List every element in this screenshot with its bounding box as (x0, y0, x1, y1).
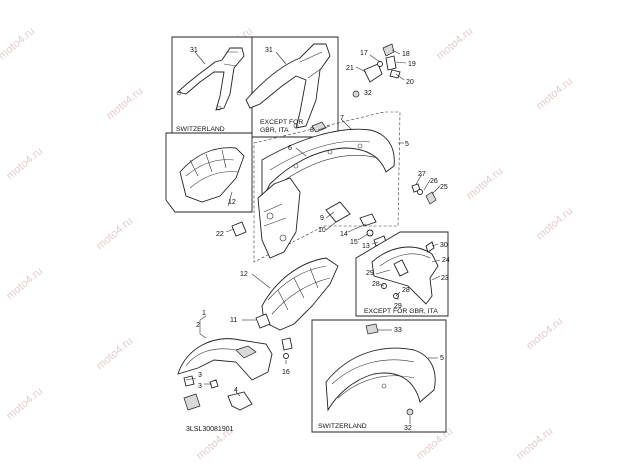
part-number-8: 8 (310, 127, 314, 134)
part-number-12: 12 (240, 271, 248, 278)
watermark: moto4.ru (524, 315, 565, 352)
part-number-28: 28 (372, 281, 380, 288)
inner-fender-inset: 12 (165, 132, 253, 213)
part-number-30: 30 (440, 242, 448, 249)
watermark: moto4.ru (534, 75, 575, 112)
inner-fender-12: 12 (240, 257, 339, 331)
watermark: moto4.ru (4, 145, 45, 182)
part-number-21: 21 (346, 65, 354, 72)
watermark: moto4.ru (0, 25, 37, 62)
watermark: moto4.ru (514, 425, 555, 462)
caption-except-for: EXCEPT FOR (260, 119, 303, 126)
part-number-10: 10 (318, 227, 326, 234)
part-number-12: 12 (228, 199, 236, 206)
part-number-13: 13 (362, 243, 370, 250)
watermark: moto4.ru (94, 335, 135, 372)
clamp-22: 22 (216, 221, 247, 238)
front-fender-group: 1 2 11 16 3 3 4 (177, 310, 293, 411)
part-number-24: 24 (442, 257, 450, 264)
watermark: moto4.ru (434, 25, 475, 62)
part-number-18: 18 (402, 51, 410, 58)
part-number-28: 28 (402, 287, 410, 294)
part-number-15: 15 (350, 239, 358, 246)
part-number-14: 14 (340, 231, 348, 238)
caption-switzerland: SWITZERLAND (176, 126, 225, 133)
watermark: moto4.ru (4, 265, 45, 302)
watermark: moto4.ru (94, 215, 135, 252)
part-number-6: 6 (288, 145, 292, 152)
top-hardware-group: 17 18 19 20 21 32 (346, 43, 416, 98)
switzerland-rear-fender-inset: 33 5 32 SWITZERLAND (311, 319, 447, 433)
grab-bar-except-gbr-ita-inset: 31 EXCEPT FOR GBR, ITA (245, 36, 339, 138)
part-number-26: 26 (430, 178, 438, 185)
part-number-32: 32 (404, 425, 412, 432)
part-number-32: 32 (364, 90, 372, 97)
part-number-3: 3 (198, 383, 202, 390)
part-number-29: 29 (366, 270, 374, 277)
rear-flap-except-inset: 30 24 23 29 28 28 29 EXCEPT FOR GBR, ITA (355, 231, 450, 317)
part-number-5: 5 (440, 355, 444, 362)
part-number-22: 22 (216, 231, 224, 238)
part-number-4: 4 (234, 387, 238, 394)
part-number-31: 31 (190, 47, 198, 54)
watermark: moto4.ru (534, 205, 575, 242)
watermark: moto4.ru (104, 85, 145, 122)
part-number-19: 19 (408, 61, 416, 68)
part-number-3: 3 (198, 372, 202, 379)
watermark: moto4.ru (4, 385, 45, 422)
caption-switzerland: SWITZERLAND (318, 423, 367, 430)
grab-bar-switzerland-inset: 31 SWITZERLAND (171, 36, 253, 138)
part-number-33: 33 (394, 327, 402, 334)
diagram-code: 3LSL30081901 (186, 426, 234, 433)
part-number-20: 20 (406, 79, 414, 86)
part-number-9: 9 (320, 215, 324, 222)
part-number-7: 7 (340, 115, 344, 122)
part-number-27: 27 (418, 171, 426, 178)
rear-fender-assembly: 8 7 5 6 9 10 14 15 13 (253, 111, 409, 263)
part-number-2: 2 (196, 322, 200, 329)
side-bolt-group: 27 26 25 (411, 171, 448, 205)
caption-gbr-ita: GBR, ITA (260, 127, 289, 134)
part-number-1: 1 (202, 310, 206, 317)
part-number-25: 25 (440, 184, 448, 191)
part-number-11: 11 (230, 317, 237, 324)
part-number-23: 23 (441, 275, 449, 282)
part-number-16: 16 (282, 369, 290, 376)
part-number-29: 29 (394, 303, 402, 310)
caption-except-for-gbr-ita: EXCEPT FOR GBR, ITA (364, 308, 438, 315)
part-number-17: 17 (360, 50, 368, 57)
part-number-31: 31 (265, 47, 273, 54)
part-number-5: 5 (405, 141, 409, 148)
watermark: moto4.ru (464, 165, 505, 202)
